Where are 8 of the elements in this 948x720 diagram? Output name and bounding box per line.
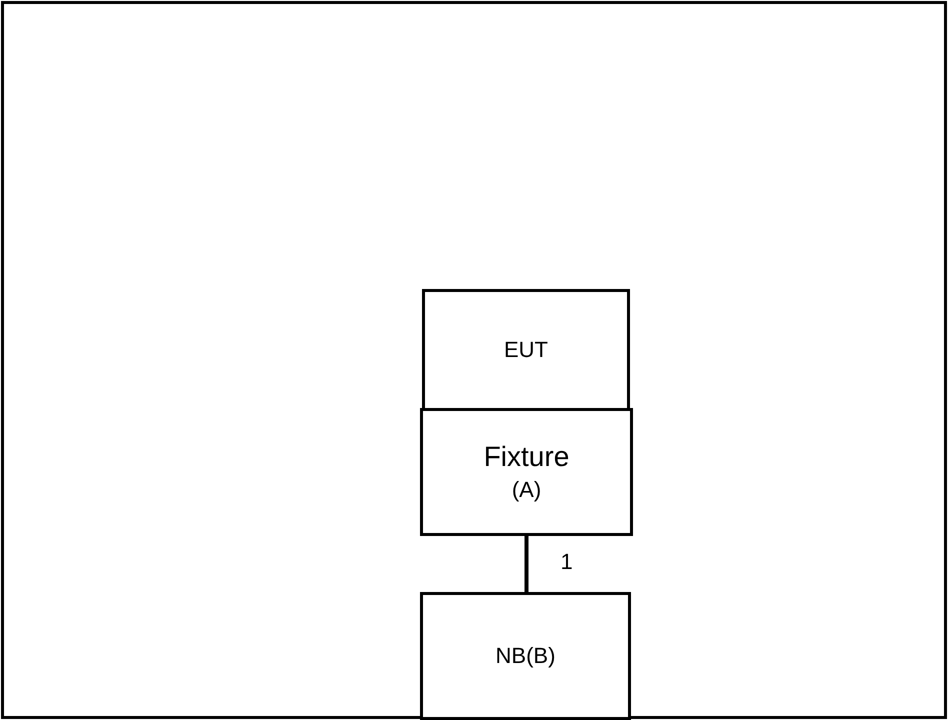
connector-line	[524, 536, 528, 592]
box-label: NB(B)	[496, 644, 556, 668]
box-label: EUT	[504, 338, 548, 362]
box-label: Fixture	[484, 442, 570, 472]
process-box	[420, 592, 631, 720]
process-box	[420, 408, 633, 536]
box-label: (A)	[512, 478, 542, 502]
process-box	[422, 289, 630, 411]
